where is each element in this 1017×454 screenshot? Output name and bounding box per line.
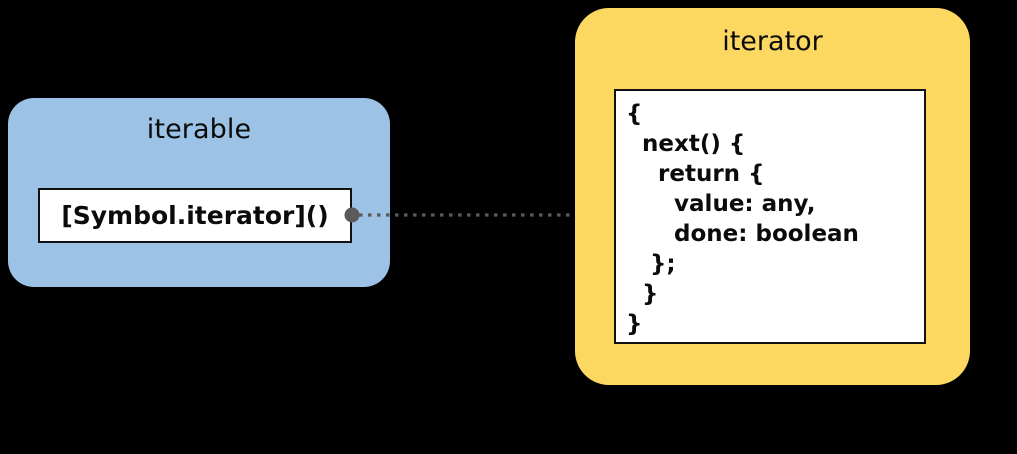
- iterator-code-box: { next() { return { value: any, done: bo…: [614, 89, 926, 344]
- panel-iterable-title: iterable: [146, 114, 252, 145]
- code-line: value: any,: [626, 191, 816, 217]
- member-box-symbol-iterator: [Symbol.iterator](): [38, 188, 352, 243]
- code-line: }: [626, 311, 643, 337]
- panel-iterable: iterable [Symbol.iterator](): [8, 98, 390, 287]
- code-line: };: [626, 251, 676, 277]
- panel-iterator: iterator { next() { return { value: any,…: [575, 8, 970, 385]
- member-box-label: [Symbol.iterator](): [61, 201, 329, 230]
- code-line: done: boolean: [626, 221, 859, 247]
- code-line: }: [626, 281, 659, 307]
- code-line: next() {: [626, 131, 746, 157]
- panel-iterator-title: iterator: [722, 26, 823, 57]
- code-line: return {: [626, 161, 765, 187]
- code-line: {: [626, 101, 643, 127]
